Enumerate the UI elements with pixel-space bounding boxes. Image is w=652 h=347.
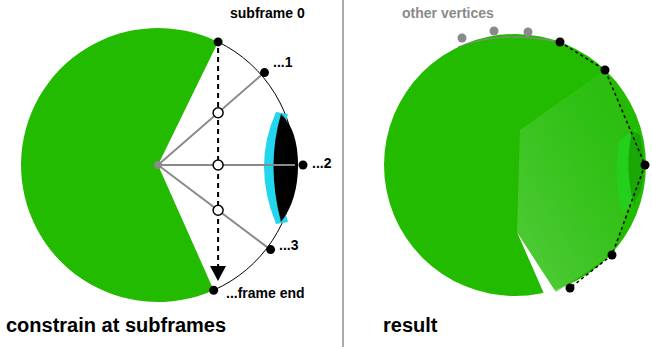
subframe-label: ...3: [279, 238, 298, 253]
arc-top: [458, 37, 560, 47]
divider: [343, 0, 344, 347]
black-crescent: [274, 114, 299, 222]
panel-caption: result: [383, 314, 437, 336]
subframe-label: subframe 0: [230, 6, 305, 21]
rays: [158, 75, 295, 247]
center-dot: [154, 161, 162, 169]
subframe-dots: [209, 37, 307, 294]
vertex-note: other vertices: [402, 6, 494, 21]
dashed-path: [217, 48, 219, 266]
sampled-edge: [560, 42, 645, 288]
subframe-label: ...2: [312, 156, 331, 171]
result-vertex-dots: [556, 38, 650, 293]
panel-caption: constrain at subframes: [6, 314, 226, 336]
open-circles: [213, 108, 223, 215]
subframe-label: ...1: [273, 55, 292, 70]
green-disc: [384, 34, 646, 296]
blurred-wedge: [517, 70, 645, 292]
arrow-head: [210, 266, 226, 281]
other-vertex-dots: [458, 27, 533, 43]
subframe-label: ...frame end: [226, 286, 305, 301]
